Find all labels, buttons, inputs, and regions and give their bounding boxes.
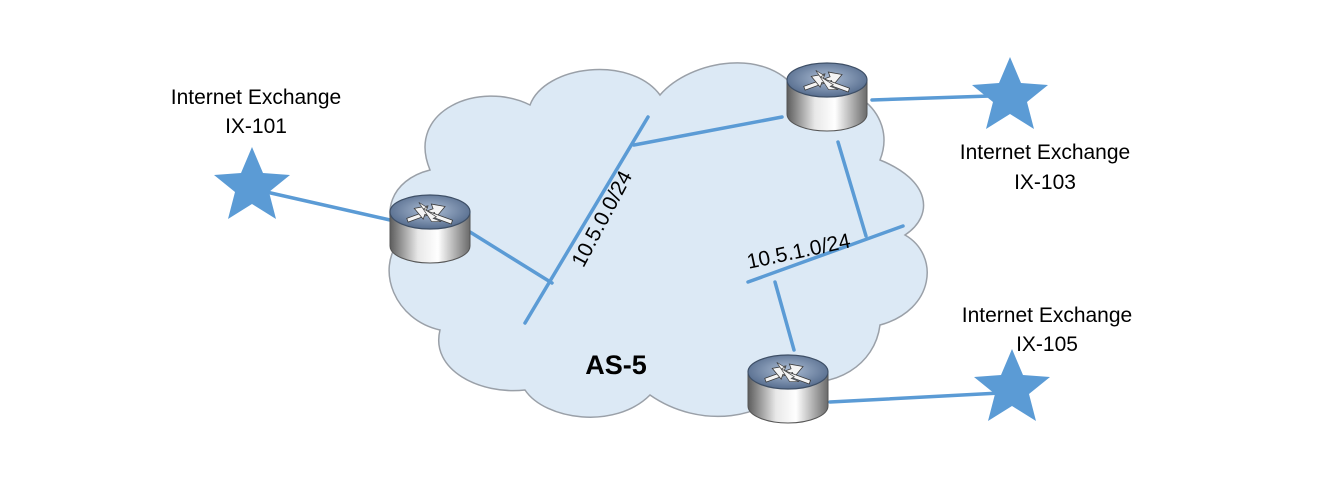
link-r1-segment bbox=[468, 230, 554, 285]
segment-10-5-0-0 bbox=[523, 115, 650, 325]
link-r2-segment bbox=[836, 140, 868, 238]
as-cloud bbox=[388, 62, 928, 418]
router-icon[interactable] bbox=[786, 62, 868, 132]
exchange-title: Internet Exchange bbox=[960, 141, 1130, 164]
exchange-id: IX-105 bbox=[1016, 333, 1078, 356]
link-r3-ix105 bbox=[828, 391, 1002, 404]
exchange-id: IX-101 bbox=[225, 115, 287, 138]
exchange-label-ix105: Internet Exchange IX-105 bbox=[962, 304, 1132, 356]
exchange-label-ix101: Internet Exchange IX-101 bbox=[171, 86, 341, 138]
as-label: AS-5 bbox=[585, 350, 647, 380]
star-icon bbox=[972, 57, 1048, 129]
exchange-label-ix103: Internet Exchange IX-103 bbox=[960, 141, 1130, 194]
exchange-id: IX-103 bbox=[1014, 171, 1076, 194]
exchange-title: Internet Exchange bbox=[171, 86, 341, 109]
links bbox=[260, 94, 1002, 404]
router-icon[interactable] bbox=[389, 194, 471, 264]
link-segment-r2 bbox=[632, 115, 784, 147]
star-icon bbox=[214, 147, 290, 219]
segment-10-5-1-0 bbox=[746, 224, 905, 284]
link-r2-ix103 bbox=[870, 94, 992, 102]
star-icon bbox=[974, 349, 1050, 421]
router-icon[interactable] bbox=[747, 354, 829, 424]
exchange-title: Internet Exchange bbox=[962, 304, 1132, 327]
link-segment-r3 bbox=[773, 280, 796, 352]
link-ix101 bbox=[260, 189, 392, 222]
